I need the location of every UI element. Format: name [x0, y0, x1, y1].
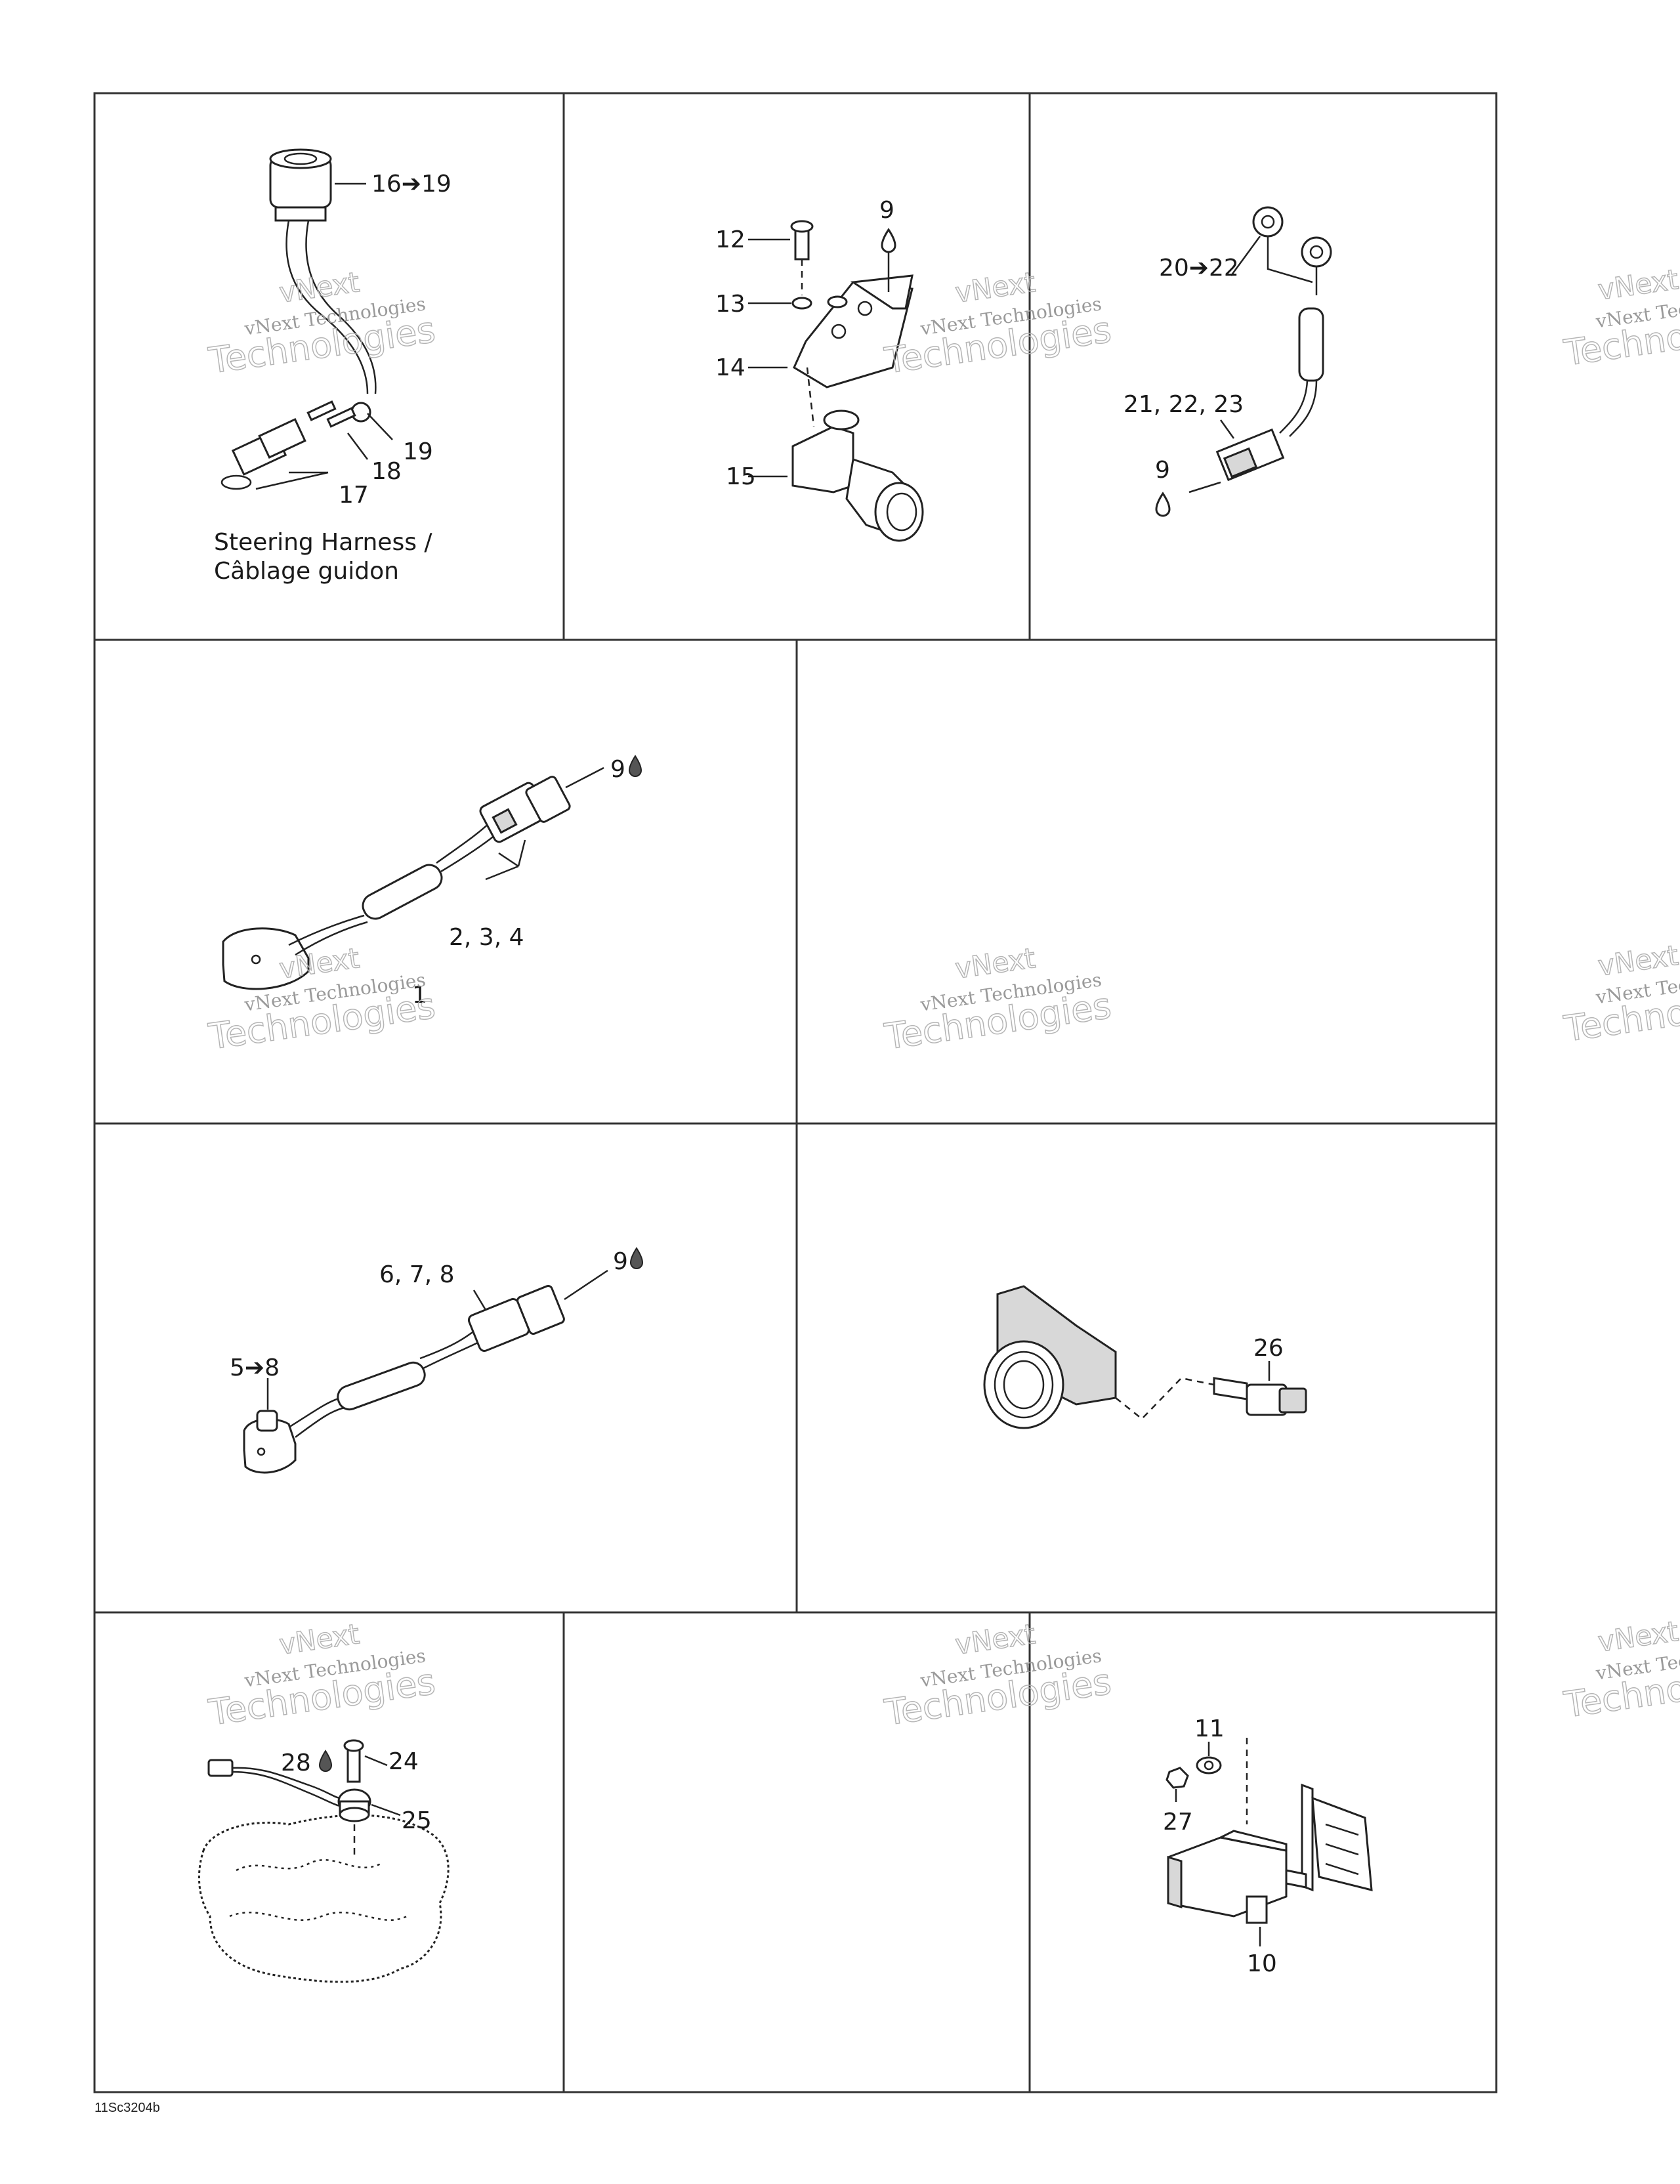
callout-2-3-4: 2, 3, 4: [449, 924, 524, 951]
steering-harness-illustration: [220, 148, 393, 490]
callout-13: 13: [715, 291, 746, 318]
callout-12: 12: [715, 226, 746, 253]
callout-16-19: 16➔19: [371, 171, 452, 198]
callout-9c: 9: [610, 756, 625, 783]
harness-20-23-illustration: [1155, 206, 1332, 517]
watermark-3: vNext vNext Technologies Technologies: [205, 941, 438, 1058]
callout-6-7-8: 6, 7, 8: [379, 1261, 455, 1288]
diagram-grid: [93, 92, 1498, 2093]
callout-1: 1: [412, 982, 427, 1009]
callout-28: 28: [281, 1750, 311, 1776]
svg-text:vNext: vNext: [1596, 939, 1680, 982]
callout-10: 10: [1247, 1950, 1277, 1977]
figure-code: 11Sc3204b: [94, 2101, 160, 2115]
watermark-8: vNext vNext Technologies Technologies: [1561, 938, 1680, 1050]
callout-19: 19: [403, 438, 433, 465]
callout-9a: 9: [879, 197, 894, 224]
svg-text:vNext: vNext: [953, 1618, 1037, 1661]
sensor-5-8-illustration: [243, 1247, 644, 1474]
callout-14: 14: [715, 354, 746, 381]
knock-sensor-illustration: [198, 1739, 450, 1983]
watermark-9: vNext vNext Technologies Technologies: [1561, 1614, 1680, 1726]
callout-24: 24: [388, 1748, 419, 1775]
solenoid-valve-illustration: [1166, 1738, 1373, 1946]
caption-line-1: Steering Harness /: [214, 529, 432, 556]
callout-20-22: 20➔22: [1159, 255, 1239, 282]
svg-text:vNext: vNext: [1596, 1615, 1680, 1658]
watermark-1: vNext vNext Technologies Technologies: [205, 265, 438, 382]
svg-text:vNext: vNext: [1596, 263, 1680, 306]
watermark-4: vNext vNext Technologies Technologies: [881, 941, 1114, 1058]
watermark-5: vNext vNext Technologies Technologies: [205, 1617, 438, 1734]
svg-text:vNext: vNext: [277, 266, 361, 309]
svg-text:vNext: vNext: [953, 266, 1037, 309]
svg-text:vNext: vNext: [953, 942, 1037, 985]
callout-17: 17: [339, 482, 369, 509]
callout-18: 18: [371, 458, 402, 485]
svg-text:vNext: vNext: [277, 1618, 361, 1661]
bracket-sensor-illustration: [748, 220, 924, 542]
callout-27: 27: [1163, 1809, 1193, 1836]
sensor-26-illustration: [983, 1285, 1307, 1429]
callout-15: 15: [726, 463, 756, 490]
watermark-6: vNext vNext Technologies Technologies: [881, 1617, 1114, 1734]
callout-5-8: 5➔8: [230, 1354, 280, 1381]
sensor-2-3-4-illustration: [222, 755, 642, 990]
callout-21-22-23: 21, 22, 23: [1124, 391, 1244, 418]
callout-26: 26: [1253, 1335, 1284, 1362]
watermark-7: vNext vNext Technologies Technologies: [1561, 262, 1680, 374]
caption-line-2: Câblage guidon: [214, 558, 399, 585]
callout-25: 25: [402, 1807, 432, 1834]
callout-11: 11: [1194, 1715, 1225, 1742]
callout-9b: 9: [1155, 457, 1170, 484]
callout-9d: 9: [613, 1248, 628, 1275]
